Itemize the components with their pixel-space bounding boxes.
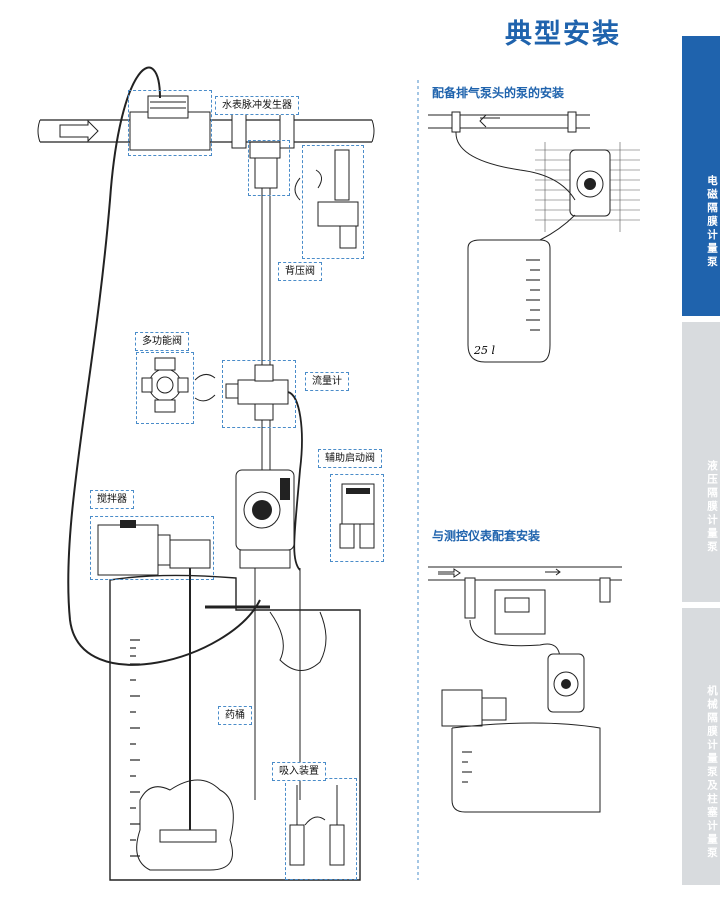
- back-pressure-valve-drawing: [294, 149, 359, 249]
- aux-start-valve-box: [330, 474, 384, 562]
- label-chemical-tank: 药桶: [218, 706, 252, 725]
- label-multifunction-valve: 多功能阀: [135, 332, 189, 351]
- label-flow-meter: 流量计: [305, 372, 349, 391]
- aux-start-valve-drawing: [339, 483, 375, 549]
- back-pressure-box: [302, 145, 364, 259]
- injection-valve: [254, 157, 278, 189]
- pulse-cable: [67, 66, 261, 666]
- vent-head-section-title: 配备排气泵头的泵的安装: [432, 86, 565, 100]
- controller-section-title: 与测控仪表配套安装: [432, 529, 541, 543]
- metering-pump-drawing: [235, 469, 295, 569]
- flow-arrow-icon: [59, 119, 99, 143]
- tab-mechanical-pump[interactable]: 机械隔膜计量泵及柱塞计量泵: [682, 608, 720, 885]
- agitator-drawing: [97, 520, 217, 843]
- label-agitator: 搅拌器: [90, 490, 134, 509]
- label-pulse-generator: 水表脉冲发生器: [215, 96, 299, 115]
- label-back-pressure-valve: 背压阀: [278, 262, 322, 281]
- injection-box: [248, 140, 290, 196]
- page-title: 典型安装: [505, 19, 621, 50]
- flow-meter-box: [222, 360, 296, 428]
- tab-hydraulic-pump[interactable]: 液压隔膜计量泵: [682, 322, 720, 602]
- label-suction-device: 吸入装置: [272, 762, 326, 781]
- chemical-tank-drawing: [109, 568, 361, 881]
- flow-meter-drawing: [225, 364, 303, 571]
- tank-volume-label: 25 l: [474, 344, 496, 357]
- label-aux-start-valve: 辅助启动阀: [318, 449, 382, 468]
- suction-device-box: [285, 778, 357, 880]
- multifunction-valve-box: [136, 352, 194, 424]
- pulse-generator-box: [128, 90, 212, 156]
- controller-installation-drawing: [428, 566, 622, 813]
- agitator-box: [90, 516, 214, 580]
- main-pipe: [37, 95, 375, 189]
- vent-head-installation-drawing: [428, 111, 640, 363]
- tab-electromagnetic-pump[interactable]: 电磁隔膜计量泵: [682, 36, 720, 316]
- multifunction-valve-drawing: [141, 357, 216, 413]
